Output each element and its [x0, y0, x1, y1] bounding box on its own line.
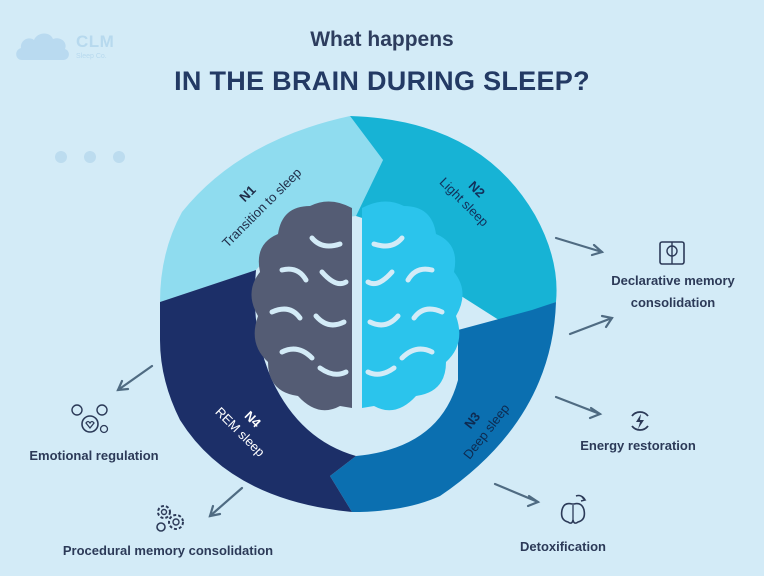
title-line-2: IN THE BRAIN DURING SLEEP? — [174, 66, 590, 96]
stage-n2-segment — [350, 116, 557, 322]
dot — [113, 151, 125, 163]
brand-logo: CLM Sleep Co. — [14, 26, 144, 70]
arrow-declarative-1 — [554, 236, 605, 257]
benefit-declarative-memory: Declarative memory consolidation — [596, 270, 750, 314]
arrow-detox — [493, 482, 541, 508]
arrow-declarative-2 — [568, 314, 614, 336]
cloud-logo-icon — [16, 33, 69, 60]
gears-icon — [156, 505, 184, 532]
benefit-procedural-memory: Procedural memory consolidation — [62, 543, 274, 558]
arrow-procedural — [208, 486, 244, 518]
benefit-emotional-regulation: Emotional regulation — [29, 448, 159, 463]
stage-n1-segment — [160, 116, 383, 302]
emotion-faces-icon — [71, 404, 109, 434]
brain-right-hemisphere — [362, 201, 463, 411]
brain-refresh-icon — [560, 494, 587, 524]
arrow-energy — [554, 395, 603, 420]
stage-n4-segment — [160, 270, 356, 512]
stage-n3-segment — [330, 302, 556, 512]
benefit-energy-restoration: Energy restoration — [580, 438, 696, 453]
benefit-declarative-line-1: Declarative memory — [611, 273, 735, 288]
logo-tagline: Sleep Co. — [76, 53, 107, 60]
brain-left-hemisphere — [251, 201, 352, 411]
book-brain-icon — [659, 241, 685, 265]
brain-icon — [251, 201, 463, 411]
decorative-dots — [55, 151, 135, 163]
benefit-arrows — [116, 236, 614, 518]
energy-cycle-icon — [631, 411, 649, 431]
dot — [84, 151, 96, 163]
title-line-1: What happens — [310, 28, 454, 51]
benefit-detoxification: Detoxification — [520, 539, 606, 554]
arrow-emotional — [116, 364, 154, 392]
benefit-declarative-line-2: consolidation — [630, 295, 716, 310]
dot — [55, 151, 67, 163]
logo-name: CLM — [76, 32, 115, 51]
